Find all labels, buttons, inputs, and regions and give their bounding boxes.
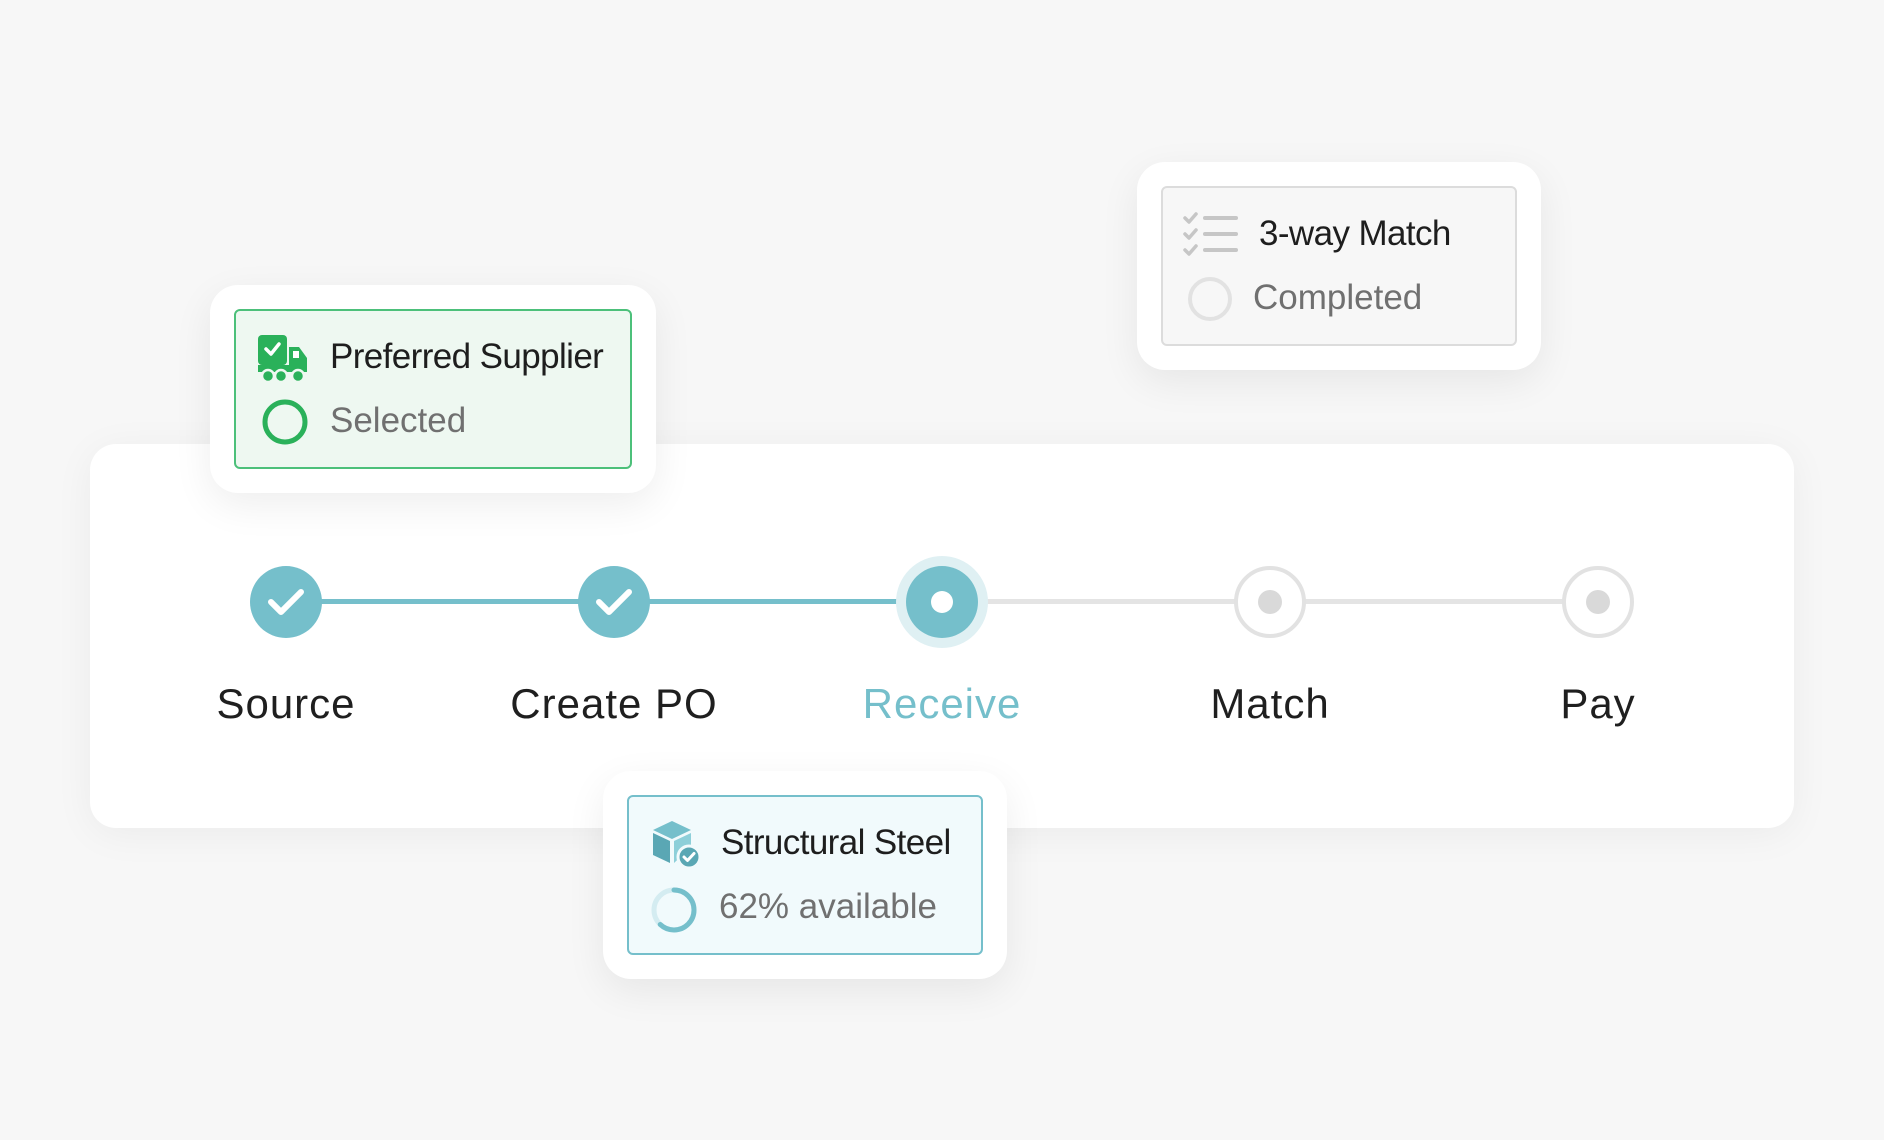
structural-steel-card[interactable]: Structural Steel 62% available — [603, 771, 1007, 979]
preferred-supplier-card[interactable]: Preferred Supplier Selected — [210, 285, 656, 493]
status-ring-icon — [262, 399, 308, 445]
step-create-po-label[interactable]: Create PO — [510, 680, 718, 727]
step-match-label[interactable]: Match — [1210, 680, 1330, 727]
status-ring-icon — [1188, 277, 1232, 321]
pending-step-dot — [1258, 590, 1282, 614]
checklist-icon — [1183, 212, 1238, 256]
step-receive-node[interactable] — [906, 566, 978, 638]
three-way-match-panel: 3-way Match Completed — [1161, 186, 1517, 346]
three-way-match-title: 3-way Match — [1259, 214, 1451, 253]
step-match-node[interactable] — [1234, 566, 1306, 638]
three-way-match-status: Completed — [1253, 278, 1423, 317]
step-pay-node[interactable] — [1562, 566, 1634, 638]
availability-ring-icon — [651, 887, 697, 933]
current-step-dot — [931, 591, 953, 613]
pending-step-dot — [1586, 590, 1610, 614]
step-create-po-node[interactable] — [578, 566, 650, 638]
structural-steel-status: 62% available — [719, 887, 937, 926]
step-source-label[interactable]: Source — [216, 680, 356, 727]
preferred-supplier-panel: Preferred Supplier Selected — [234, 309, 632, 469]
preferred-supplier-status: Selected — [330, 401, 467, 440]
step-source-node[interactable] — [250, 566, 322, 638]
step-receive-label[interactable]: Receive — [862, 680, 1022, 727]
checkmark-icon — [596, 589, 632, 615]
truck-icon — [258, 335, 307, 384]
structural-steel-panel: Structural Steel 62% available — [627, 795, 983, 955]
checkmark-icon — [268, 589, 304, 615]
preferred-supplier-title: Preferred Supplier — [330, 337, 604, 376]
three-way-match-card[interactable]: 3-way Match Completed — [1137, 162, 1541, 370]
package-check-icon — [653, 821, 702, 870]
step-pay-label[interactable]: Pay — [1560, 680, 1636, 727]
structural-steel-title: Structural Steel — [721, 823, 951, 862]
process-stepper-card: Source Create PO Receive Match Pay — [90, 444, 1794, 828]
